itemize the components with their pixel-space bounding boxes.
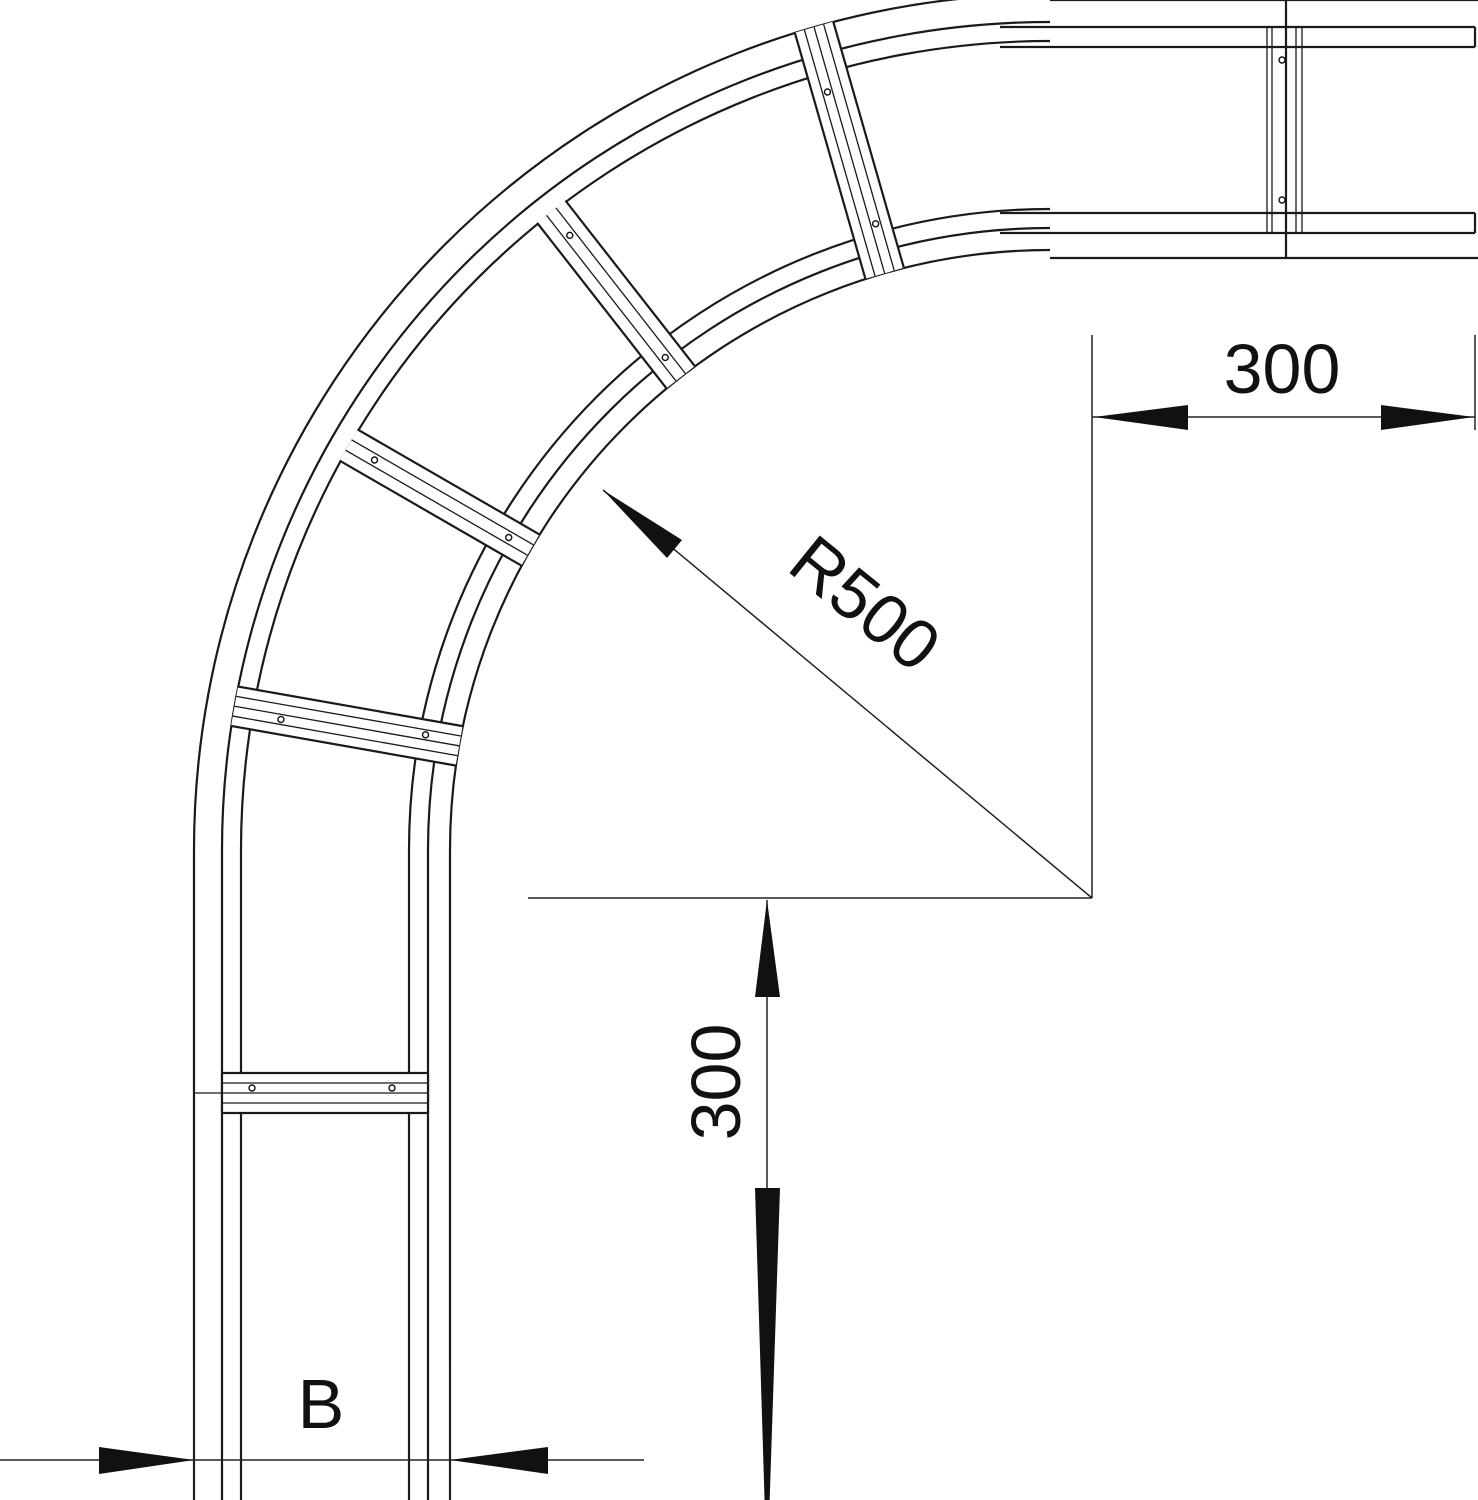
horizontal-rung-bolts: [1278, 56, 1286, 204]
arc-rung-4: [230, 685, 463, 767]
outer-side-rail: [192, 0, 1051, 851]
inner-side-rail: [407, 207, 1051, 851]
dimension-label-vertical: 300: [677, 1024, 755, 1141]
arc-rung-1: [793, 21, 905, 280]
dimension-vertical-300: 300: [528, 897, 1092, 1500]
horizontal-straight-section: [1000, 0, 1478, 260]
vertical-straight-rung: [220, 1071, 430, 1115]
dimension-label-radius: R500: [776, 520, 955, 686]
dimension-horizontal-300: 300: [1091, 330, 1476, 898]
dimension-label-horizontal: 300: [1224, 330, 1341, 408]
dimension-radius-r500: R500: [602, 489, 1093, 899]
arc-rung-2: [536, 199, 696, 389]
dimension-label-width: B: [298, 1365, 345, 1443]
dimension-width-b: B: [0, 1362, 644, 1500]
arc-rung-3: [338, 428, 540, 567]
